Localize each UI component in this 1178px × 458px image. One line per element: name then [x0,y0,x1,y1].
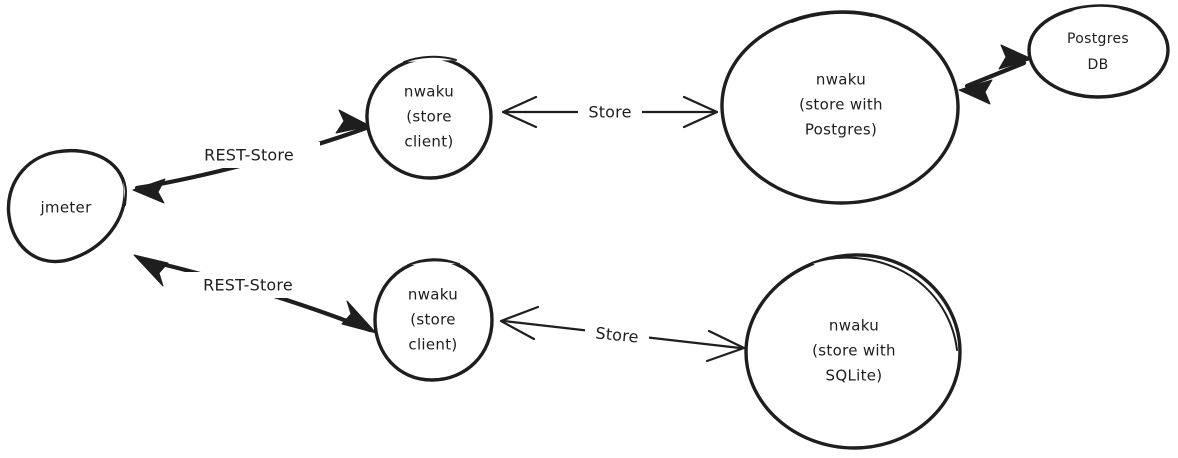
node-nwaku-store-client-bottom-label-line2: (store [410,311,456,329]
edge-store-top-label: Store [588,103,631,122]
node-nwaku-store-sqlite-label-line2: (store with [812,342,896,360]
node-jmeter-sketch-overstroke [122,177,127,206]
node-nwaku-store-postgres-label-line2: (store with [799,96,883,114]
node-nwaku-store-postgres-shape [720,10,960,205]
edge-store-bottom[interactable]: Store [499,305,746,363]
edge-postgres-db-link[interactable] [958,44,1033,105]
edge-postgres-db-line [964,60,1027,89]
arrowhead-left-postgres-db [958,79,993,105]
node-nwaku-store-postgres-label-line3: Postgres) [805,121,877,139]
node-nwaku-store-postgres-label-line1: nwaku [816,71,866,89]
arrowhead-right-store-top [682,95,719,129]
arrowhead-right-bottom [341,300,377,334]
node-nwaku-store-client-top-label-line3: client) [404,133,453,151]
edge-store-bottom-label: Store [595,323,640,346]
edge-rest-store-top-label-bg [178,142,320,168]
node-jmeter[interactable]: jmeter [6,149,127,264]
node-nwaku-store-client-bottom[interactable]: nwaku (store client) [373,258,494,382]
node-nwaku-store-sqlite[interactable]: nwaku (store with SQLite) [744,253,962,450]
node-nwaku-store-client-bottom-label-line3: client) [408,336,457,354]
node-nwaku-store-sqlite-label-line1: nwaku [829,317,879,335]
node-nwaku-store-client-top-shape [365,56,493,180]
edge-rest-store-top[interactable]: REST-Store [132,109,371,204]
arrowhead-right-postgres-db [998,44,1033,70]
node-nwaku-store-sqlite-label-line3: SQLite) [826,367,883,385]
node-nwaku-store-sqlite-sketch-overstroke [811,256,958,351]
edge-store-top[interactable]: Store [501,95,719,129]
arrowhead-left-top [132,178,166,204]
node-postgres-db-shape [1027,4,1170,99]
node-nwaku-store-postgres[interactable]: nwaku (store with Postgres) [720,10,960,205]
node-nwaku-store-client-bottom-label-line1: nwaku [408,286,458,304]
edge-rest-store-top-label: REST-Store [204,146,294,165]
node-postgres-db-sketch-overstroke [1067,4,1125,12]
node-postgres-db-label-line2: DB [1088,57,1109,73]
node-nwaku-store-client-top-sketch-overstroke [403,55,457,63]
node-postgres-db-label-line1: Postgres [1067,31,1129,47]
node-nwaku-store-postgres-sketch-overstroke [791,11,873,23]
node-jmeter-label-line1: jmeter [39,199,92,217]
node-nwaku-store-client-top-label-line2: (store [406,108,452,126]
node-postgres-db[interactable]: Postgres DB [1027,4,1170,99]
arrowhead-left-store-bottom [499,305,540,341]
edge-rest-store-bottom-label-bg [176,272,322,298]
node-nwaku-store-client-bottom-sketch-overstroke [407,259,460,266]
edge-store-bottom-label-bg [585,322,649,346]
arrowhead-left-bottom [133,254,169,287]
arrowhead-right-store-bottom [705,329,746,363]
node-jmeter-shape [6,149,127,264]
edge-rest-store-bottom-label: REST-Store [203,276,293,295]
node-nwaku-store-client-top-label-line1: nwaku [404,83,454,101]
arrowhead-right-top [335,109,371,134]
edge-store-top-label-bg [578,100,642,124]
edge-rest-store-bottom[interactable]: REST-Store [133,254,377,334]
arrowhead-left-store-top [501,95,538,129]
node-nwaku-store-client-bottom-shape [373,258,494,382]
node-nwaku-store-client-top[interactable]: nwaku (store client) [365,55,493,180]
